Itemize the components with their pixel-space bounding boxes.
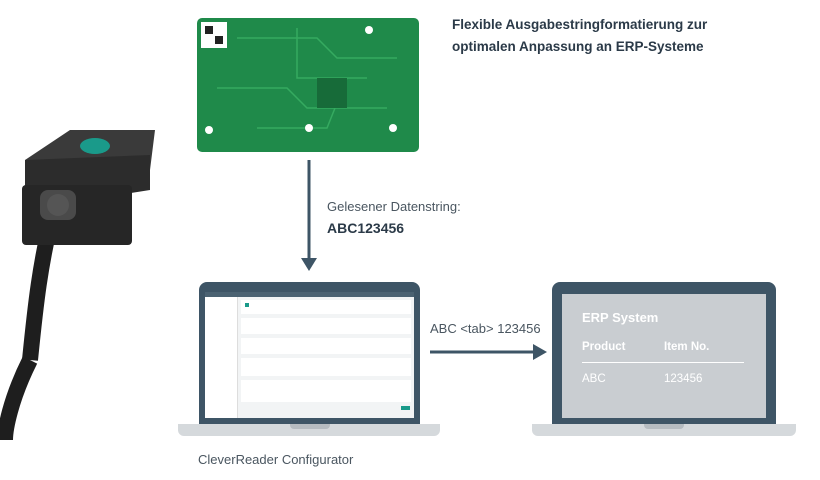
read-string-label: Gelesener Datenstring: [327,199,461,214]
laptop-base [178,424,440,436]
erp-window: ERP System Product Item No. ABC 123456 [562,294,766,418]
scan-button-icon [80,138,110,154]
circuit-board-illustration [197,18,419,152]
laptop-base [532,424,796,436]
barcode-scanner-illustration [0,130,155,440]
configurator-app-window [205,292,414,418]
read-string-value: ABC123456 [327,220,405,236]
column-header: Item No. [664,341,710,353]
arrow-right-icon [430,344,547,360]
erp-laptop-screen: ERP System Product Item No. ABC 123456 [552,282,776,424]
column-header: Product [582,341,626,353]
arrow-down-icon [301,160,317,271]
table-cell: 123456 [664,373,703,385]
configurator-caption: CleverReader Configurator [198,452,354,467]
laptop-notch [290,424,330,429]
divider [582,362,744,363]
headline: Flexible Ausgabestringformatierung zur o… [452,17,708,54]
laptop-notch [644,424,684,429]
transfer-label: ABC <tab> 123456 [430,321,541,336]
configurator-laptop-screen [199,282,420,424]
erp-title: ERP System [582,310,659,325]
qr-code-icon [201,22,227,48]
table-cell: ABC [582,373,606,385]
